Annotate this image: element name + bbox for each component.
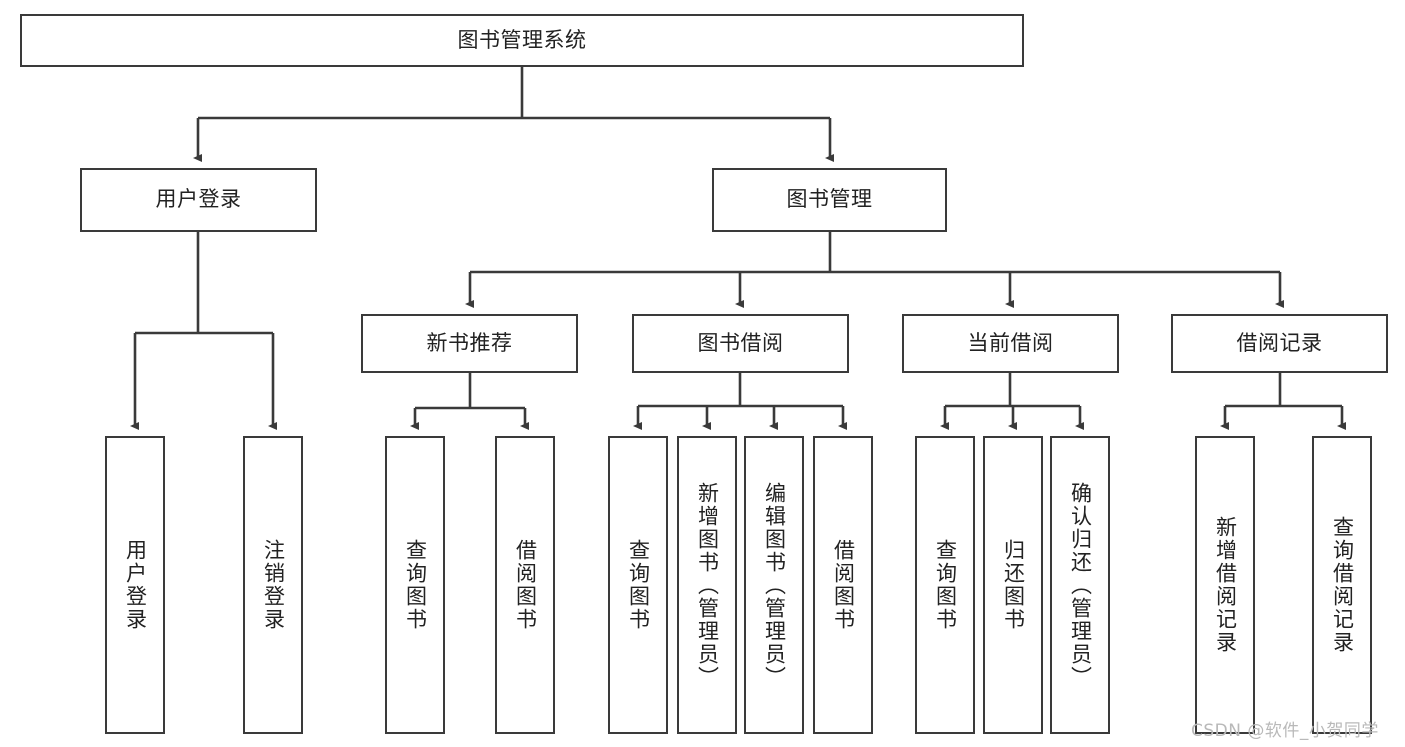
node-leaf-add-book-label: 新增图书（管理员）	[695, 481, 720, 689]
node-book-manage-label: 图书管理	[786, 187, 873, 212]
node-leaf-edit-book-label: 编辑图书（管理员）	[762, 481, 787, 689]
node-book-manage[interactable]: 图书管理	[712, 168, 947, 232]
node-user-login-label: 用户登录	[155, 187, 242, 212]
node-leaf-query-book-2-label: 查询图书	[626, 539, 651, 631]
node-leaf-query-book-2[interactable]: 查询图书	[608, 436, 668, 734]
node-leaf-query-book-1[interactable]: 查询图书	[385, 436, 445, 734]
node-leaf-query-book-1-label: 查询图书	[403, 539, 428, 631]
node-current-borrow[interactable]: 当前借阅	[902, 314, 1119, 373]
node-leaf-query-book-3[interactable]: 查询图书	[915, 436, 975, 734]
node-leaf-query-record-label: 查询借阅记录	[1330, 516, 1355, 654]
node-leaf-add-book[interactable]: 新增图书（管理员）	[677, 436, 737, 734]
node-leaf-confirm-return-label: 确认归还（管理员）	[1068, 481, 1093, 689]
csdn-watermark: CSDN @软件_小贺同学	[1191, 721, 1379, 741]
node-leaf-confirm-return[interactable]: 确认归还（管理员）	[1050, 436, 1110, 734]
node-leaf-borrow-book-1[interactable]: 借阅图书	[495, 436, 555, 734]
node-root-label: 图书管理系统	[457, 27, 587, 52]
node-leaf-borrow-book-1-label: 借阅图书	[513, 539, 538, 631]
node-user-login[interactable]: 用户登录	[80, 168, 317, 232]
node-leaf-edit-book[interactable]: 编辑图书（管理员）	[744, 436, 804, 734]
node-leaf-add-record-label: 新增借阅记录	[1213, 516, 1238, 654]
node-leaf-add-record[interactable]: 新增借阅记录	[1195, 436, 1255, 734]
node-leaf-query-record[interactable]: 查询借阅记录	[1312, 436, 1372, 734]
node-book-borrow-label: 图书借阅	[697, 330, 784, 355]
node-leaf-return-book[interactable]: 归还图书	[983, 436, 1043, 734]
node-leaf-borrow-book-2-label: 借阅图书	[831, 539, 856, 631]
node-leaf-logout[interactable]: 注销登录	[243, 436, 303, 734]
node-book-borrow[interactable]: 图书借阅	[632, 314, 849, 373]
node-borrow-record-label: 借阅记录	[1236, 330, 1323, 355]
node-leaf-user-login-label: 用户登录	[123, 539, 148, 631]
node-leaf-borrow-book-2[interactable]: 借阅图书	[813, 436, 873, 734]
node-leaf-logout-label: 注销登录	[261, 539, 286, 631]
node-new-book-rec[interactable]: 新书推荐	[361, 314, 578, 373]
node-new-book-rec-label: 新书推荐	[426, 330, 513, 355]
node-leaf-query-book-3-label: 查询图书	[933, 539, 958, 631]
node-borrow-record[interactable]: 借阅记录	[1171, 314, 1388, 373]
node-current-borrow-label: 当前借阅	[967, 330, 1054, 355]
node-leaf-user-login[interactable]: 用户登录	[105, 436, 165, 734]
node-root[interactable]: 图书管理系统	[20, 14, 1024, 67]
node-leaf-return-book-label: 归还图书	[1001, 539, 1026, 631]
